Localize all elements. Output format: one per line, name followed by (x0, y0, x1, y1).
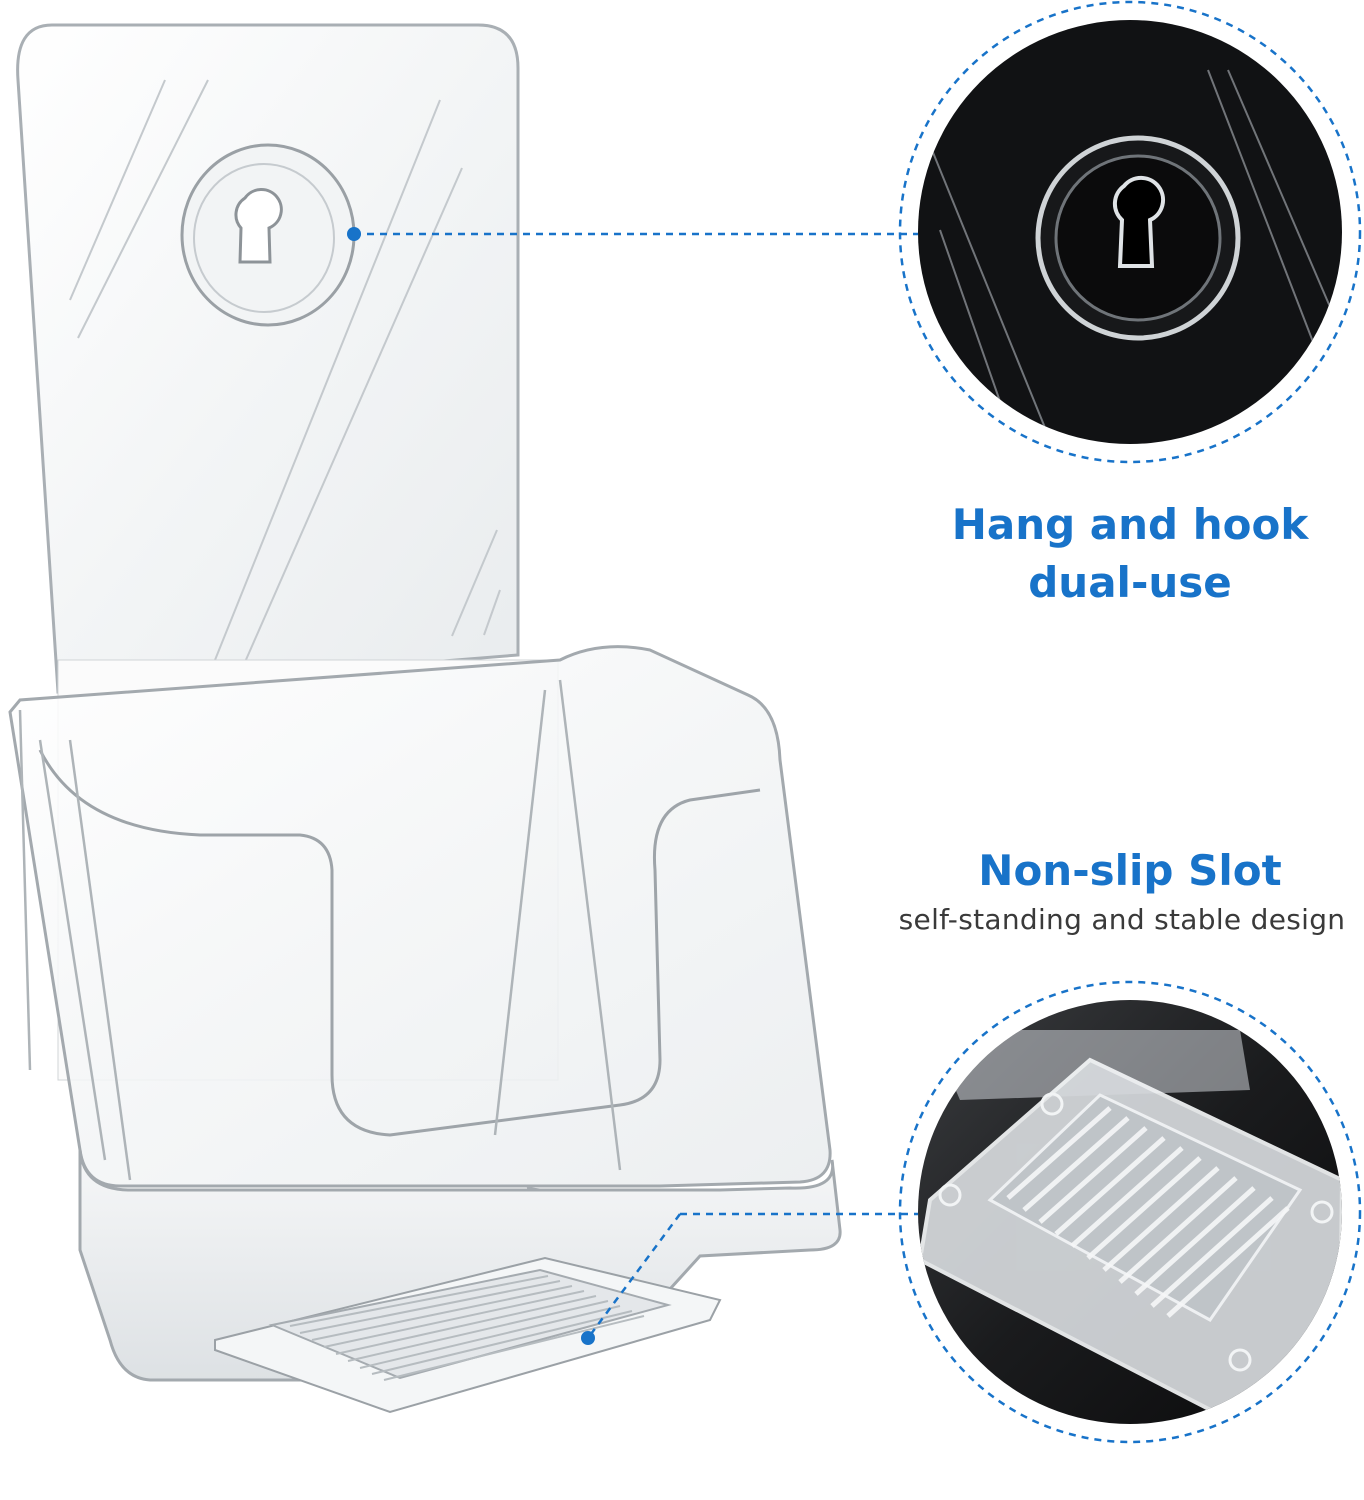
holder-base (78, 1149, 842, 1382)
side-walls (18, 679, 622, 1181)
non-slip-subtitle: self-standing and stable design (898, 903, 1346, 936)
callout-connectors (354, 232, 918, 1339)
zoom-keyhole-icon (1112, 175, 1166, 268)
keyhole-mount (180, 143, 356, 327)
holder-back-panel (16, 23, 520, 694)
zoom-non-slip (898, 980, 1362, 1444)
keyhole-icon (234, 188, 283, 264)
hang-hook-title: Hang and hook dual-use (951, 500, 1309, 607)
brochure-holder (8, 23, 842, 1414)
non-slip-ridges (289, 1275, 645, 1381)
holder-front-pocket (8, 645, 832, 1188)
glare-streaks (69, 79, 501, 663)
pocket-cutout (38, 749, 761, 1137)
connector-dot-slot (581, 1331, 595, 1345)
zoom-keyhole (898, 0, 1362, 464)
connector-dot-hang (347, 227, 361, 241)
non-slip-title: Non-slip Slot (978, 846, 1282, 895)
